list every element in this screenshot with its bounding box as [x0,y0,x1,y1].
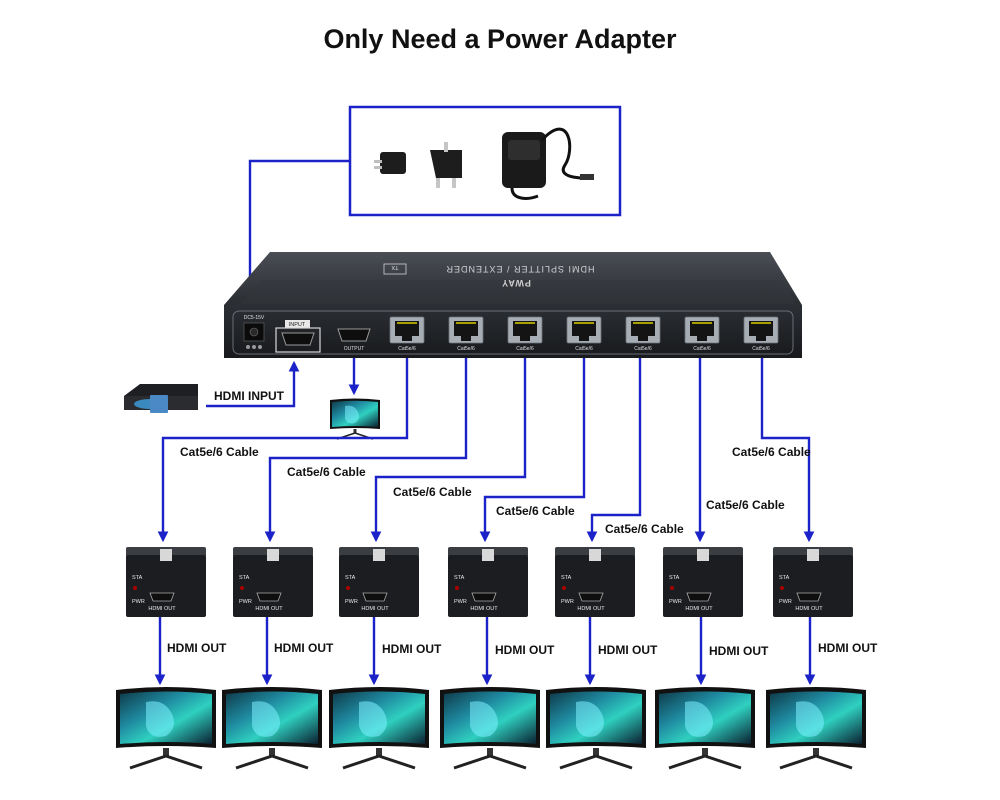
svg-text:HDMI OUT: HDMI OUT [148,606,176,612]
svg-text:HDMI OUT: HDMI OUT [577,606,605,612]
monitor-icon [327,685,431,770]
hdmi-input-label: HDMI INPUT [214,389,285,403]
svg-text:Cat5e/6: Cat5e/6 [516,346,534,352]
cable-line-5 [586,358,642,543]
splitter-brand: PWAY [501,278,531,288]
cable-line-4 [479,358,586,543]
receiver-2: STA PWR HDMI OUT [233,547,313,617]
cat-port-2: Cat5e/6 [448,316,484,352]
cat-port-5: Cat5e/6 [625,316,661,352]
cable-label-4: Cat5e/6 Cable [496,504,575,518]
hdmi-out-label-1: HDMI OUT [167,641,227,655]
tx-badge: TX [391,264,398,270]
svg-text:STA: STA [454,575,465,581]
svg-text:Cat5e/6: Cat5e/6 [398,346,416,352]
dc-power-port: DC5-15V [243,315,265,349]
cable-label-5: Cat5e/6 Cable [605,522,684,536]
receiver-3: STA PWR HDMI OUT [339,547,419,617]
svg-text:PWR: PWR [132,599,145,605]
power-adapter-box [348,105,622,217]
svg-text:DC5-15V: DC5-15V [244,315,265,321]
cable-line-3 [370,358,527,543]
svg-text:STA: STA [132,575,143,581]
monitor-icon [329,397,381,440]
svg-text:HDMI OUT: HDMI OUT [685,606,713,612]
monitor-icon [653,685,757,770]
hdmi-splitter-device: HDMI SPLITTER / EXTENDER TX PWAY DC5-15V… [224,252,802,358]
receiver-4: STA PWR HDMI OUT [448,547,528,617]
splitter-top-label: HDMI SPLITTER / EXTENDER [445,264,594,274]
hdmi-out-label-4: HDMI OUT [495,643,555,657]
svg-text:HDMI OUT: HDMI OUT [795,606,823,612]
svg-text:PWR: PWR [345,599,358,605]
svg-text:STA: STA [669,575,680,581]
svg-text:Cat5e/6: Cat5e/6 [752,346,770,352]
svg-text:PWR: PWR [561,599,574,605]
cat-port-6: Cat5e/6 [684,316,720,352]
svg-text:Cat5e/6: Cat5e/6 [693,346,711,352]
cable-label-2: Cat5e/6 Cable [287,465,366,479]
receiver-1: STA PWR HDMI OUT [126,547,206,617]
svg-text:Cat5e/6: Cat5e/6 [457,346,475,352]
svg-text:STA: STA [561,575,572,581]
hdmi-input-arrow [206,360,300,408]
svg-text:HDMI OUT: HDMI OUT [255,606,283,612]
monitor-icon [544,685,648,770]
monitor-icon [764,685,868,770]
plug-adapter-icon [430,142,462,188]
hdmi-out-label-3: HDMI OUT [382,642,442,656]
blu-ray-player-icon [124,384,198,413]
page-title: Only Need a Power Adapter [323,24,677,54]
power-adapter-icon [502,127,594,200]
plug-adapter-icon [374,152,406,174]
svg-text:HDMI OUT: HDMI OUT [361,606,389,612]
power-arrow [244,159,350,313]
svg-text:PWR: PWR [669,599,682,605]
receiver-7: STA PWR HDMI OUT [773,547,853,617]
monitor-icon [220,685,324,770]
hdmi-out-label-6: HDMI OUT [709,644,769,658]
svg-text:PWR: PWR [779,599,792,605]
cat-port-3: Cat5e/6 [507,316,543,352]
svg-text:STA: STA [779,575,790,581]
svg-text:PWR: PWR [454,599,467,605]
hdmi-out-label-5: HDMI OUT [598,643,658,657]
cat-port-4: Cat5e/6 [566,316,602,352]
cat-port-1: Cat5e/6 [389,316,425,352]
cable-line-2 [264,358,468,543]
receiver-5: STA PWR HDMI OUT [555,547,635,617]
hdmi-out-label-7: HDMI OUT [818,641,878,655]
svg-text:PWR: PWR [239,599,252,605]
cable-label-7: Cat5e/6 Cable [732,445,811,459]
monitor-icon [114,685,218,770]
svg-text:OUTPUT: OUTPUT [344,346,365,352]
hdmi-input-port: INPUT [275,320,321,353]
cable-label-1: Cat5e/6 Cable [180,445,259,459]
svg-text:INPUT: INPUT [289,322,306,328]
cable-label-3: Cat5e/6 Cable [393,485,472,499]
receiver-6: STA PWR HDMI OUT [663,547,743,617]
svg-text:Cat5e/6: Cat5e/6 [575,346,593,352]
cable-line-1 [157,358,409,543]
hdmi-output-port: OUTPUT [337,328,371,352]
svg-text:STA: STA [345,575,356,581]
cable-line-7 [760,358,815,543]
svg-text:Cat5e/6: Cat5e/6 [634,346,652,352]
monitor-icon [438,685,542,770]
cat-port-7: Cat5e/6 [743,316,779,352]
svg-text:HDMI OUT: HDMI OUT [470,606,498,612]
svg-text:STA: STA [239,575,250,581]
cable-label-6: Cat5e/6 Cable [706,498,785,512]
hdmi-out-label-2: HDMI OUT [274,641,334,655]
